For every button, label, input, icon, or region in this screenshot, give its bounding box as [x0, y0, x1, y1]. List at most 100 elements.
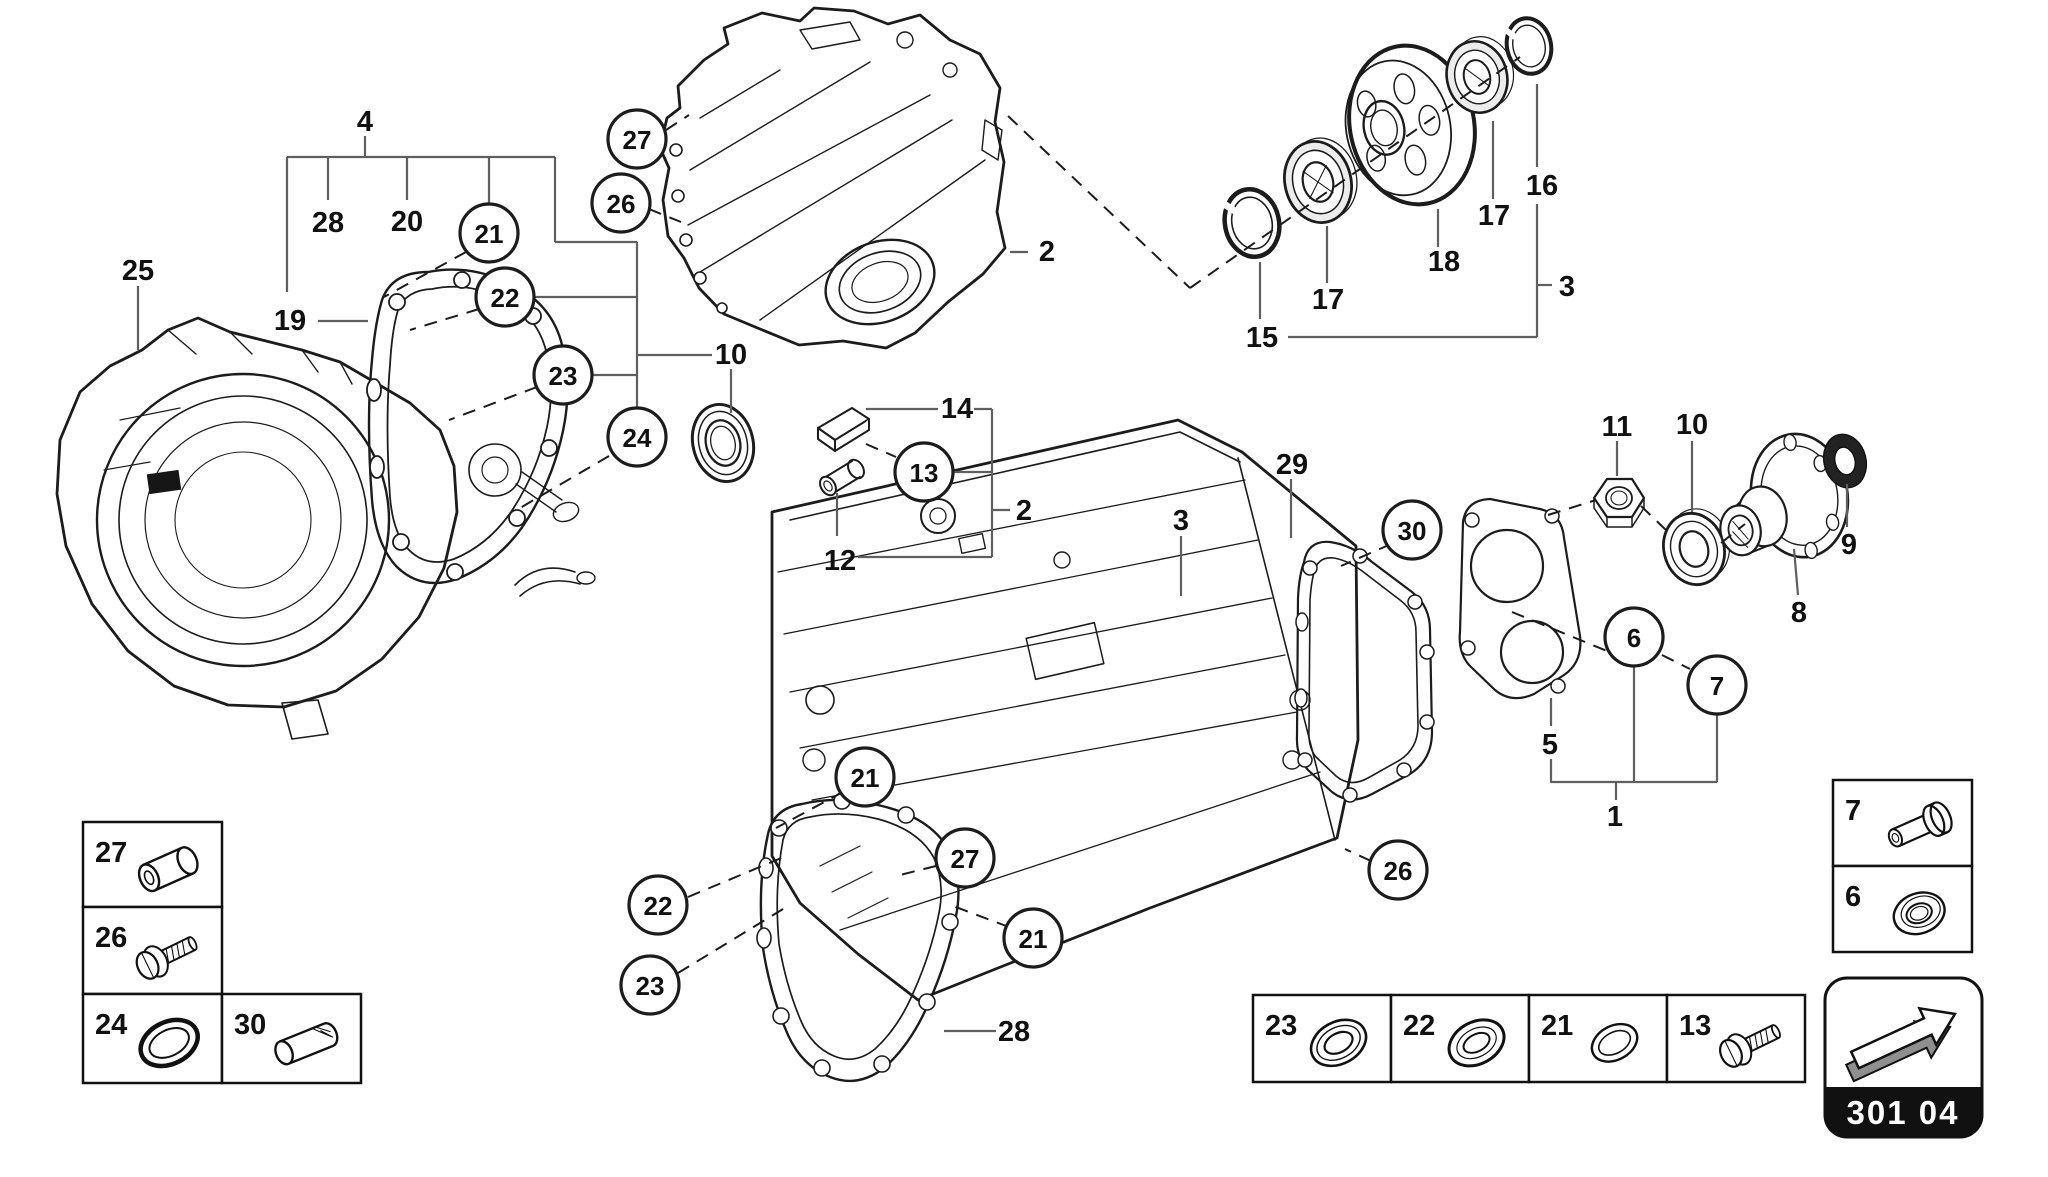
nav-arrow-tile[interactable]: 301 04: [1823, 976, 1984, 1139]
callout-13[interactable]: 13: [893, 441, 955, 503]
label-18: 18: [1428, 246, 1460, 278]
callout-circle: [1002, 907, 1064, 969]
label-28-top: 28: [312, 207, 344, 239]
label-8: 8: [1791, 597, 1807, 629]
legend-box-27: 27: [81, 820, 224, 909]
assembly-dashed-line: [1661, 654, 1691, 670]
bearing-17-outer-drawing: [1445, 36, 1515, 114]
callout-22-top[interactable]: 22: [474, 266, 536, 328]
callout-circle: [1367, 839, 1429, 901]
assembly-dashed-line: [865, 443, 897, 458]
legend-box-22: 22: [1389, 993, 1531, 1084]
badge-code-bar: [1825, 1087, 1982, 1137]
legend-box-23: 23: [1251, 993, 1393, 1084]
callout-circle: [1381, 499, 1443, 561]
legend-box-number: 13: [1679, 1010, 1711, 1042]
leader-line: [1792, 548, 1800, 596]
legend-box-30: 30: [220, 992, 363, 1085]
assembly-dashed-line: [895, 865, 937, 877]
legend-box-number: 6: [1845, 881, 1861, 913]
callout-30[interactable]: 30: [1381, 499, 1443, 561]
seal-10-flange-drawing: [1662, 508, 1731, 586]
callout-number: 7: [1710, 671, 1724, 701]
legend-box-number: 24: [95, 1009, 127, 1041]
callout-number: 26: [1384, 856, 1413, 886]
legend-box-13: 13: [1665, 993, 1807, 1084]
up-right-arrow-icon: [1844, 1006, 1958, 1083]
callout-21-bottom[interactable]: 21: [1002, 907, 1064, 969]
callout-7[interactable]: 7: [1686, 654, 1748, 716]
label-20: 20: [391, 206, 423, 238]
callout-21-top[interactable]: 21: [458, 202, 520, 264]
label-14: 14: [941, 393, 973, 425]
callout-number: 22: [644, 891, 673, 921]
callout-27-top[interactable]: 27: [606, 108, 668, 170]
callout-26-bottom[interactable]: 26: [1367, 839, 1429, 901]
assembly-dashed-line: [1344, 848, 1372, 862]
callout-circle: [834, 746, 896, 808]
legend-box-26: 26: [81, 905, 224, 996]
callout-number: 24: [623, 423, 652, 453]
callout-number: 27: [623, 125, 652, 155]
callout-circle: [590, 172, 652, 234]
assembly-dashed-line: [409, 308, 480, 331]
assembly-dashed-line: [1511, 611, 1608, 652]
callout-number: 21: [475, 219, 504, 249]
assembly-dashed-line: [775, 791, 844, 829]
callout-number: 26: [607, 189, 636, 219]
callout-circle: [606, 406, 668, 468]
label-19: 19: [274, 305, 306, 337]
callout-circle: [619, 954, 681, 1016]
section-code: 301 04: [1847, 1094, 1960, 1131]
label-2-keys: 2: [1016, 495, 1032, 527]
assembly-dashed-line: [448, 386, 538, 421]
label-10-flange: 10: [1676, 409, 1708, 441]
callout-24[interactable]: 24: [606, 406, 668, 468]
callout-number: 27: [951, 844, 980, 874]
callout-27-bottom[interactable]: 27: [934, 827, 996, 889]
callout-6[interactable]: 6: [1603, 606, 1665, 668]
legend-box-number: 30: [234, 1009, 266, 1041]
assembly-dashed-line: [1547, 499, 1597, 516]
label-15: 15: [1246, 322, 1278, 354]
callout-circle: [893, 441, 955, 503]
callout-21-gasket[interactable]: 21: [834, 746, 896, 808]
callout-circle: [934, 827, 996, 889]
label-16: 16: [1526, 170, 1558, 202]
callout-23-bottom[interactable]: 23: [619, 954, 681, 1016]
callout-number: 23: [549, 361, 578, 391]
callout-number: 23: [636, 971, 665, 1001]
assembly-dashed-line: [1640, 505, 1668, 532]
gear-carrier-3-drawing: [770, 418, 1360, 1002]
gasket-5-drawing: [1458, 497, 1582, 700]
legend-box-number: 7: [1845, 795, 1861, 827]
callout-number: 21: [851, 763, 880, 793]
label-11: 11: [1602, 411, 1633, 443]
callout-circle: [606, 108, 668, 170]
label-17-outer: 17: [1478, 200, 1510, 232]
label-assembly-4: 4: [357, 106, 373, 138]
legend-box-frame: [1251, 993, 1393, 1084]
label-29: 29: [1276, 449, 1308, 481]
callout-circle: [458, 202, 520, 264]
assembly-dashed-line: [1720, 523, 1746, 544]
seal-9-drawing: [1822, 433, 1868, 489]
assembly-dashed-line: [1007, 115, 1191, 289]
legend-box-number: 27: [95, 837, 127, 869]
legend-box-21: 21: [1527, 993, 1669, 1084]
pin-12-drawing: [819, 458, 865, 497]
label-12: 12: [824, 545, 856, 577]
gear-carrier-2-drawing: [658, 6, 1007, 350]
assembly-dashed-line: [648, 208, 682, 223]
callout-number: 30: [1398, 516, 1427, 546]
callout-23-top[interactable]: 23: [532, 344, 594, 406]
label-25: 25: [122, 255, 154, 287]
callout-26-top[interactable]: 26: [590, 172, 652, 234]
snap-ring-15-drawing: [1219, 187, 1282, 259]
callout-22-bottom[interactable]: 22: [627, 874, 689, 936]
assembly-dashed-line: [383, 251, 467, 298]
callout-circle: [1686, 654, 1748, 716]
assembly-dashed-line: [952, 905, 1010, 928]
callout-circle: [474, 266, 536, 328]
